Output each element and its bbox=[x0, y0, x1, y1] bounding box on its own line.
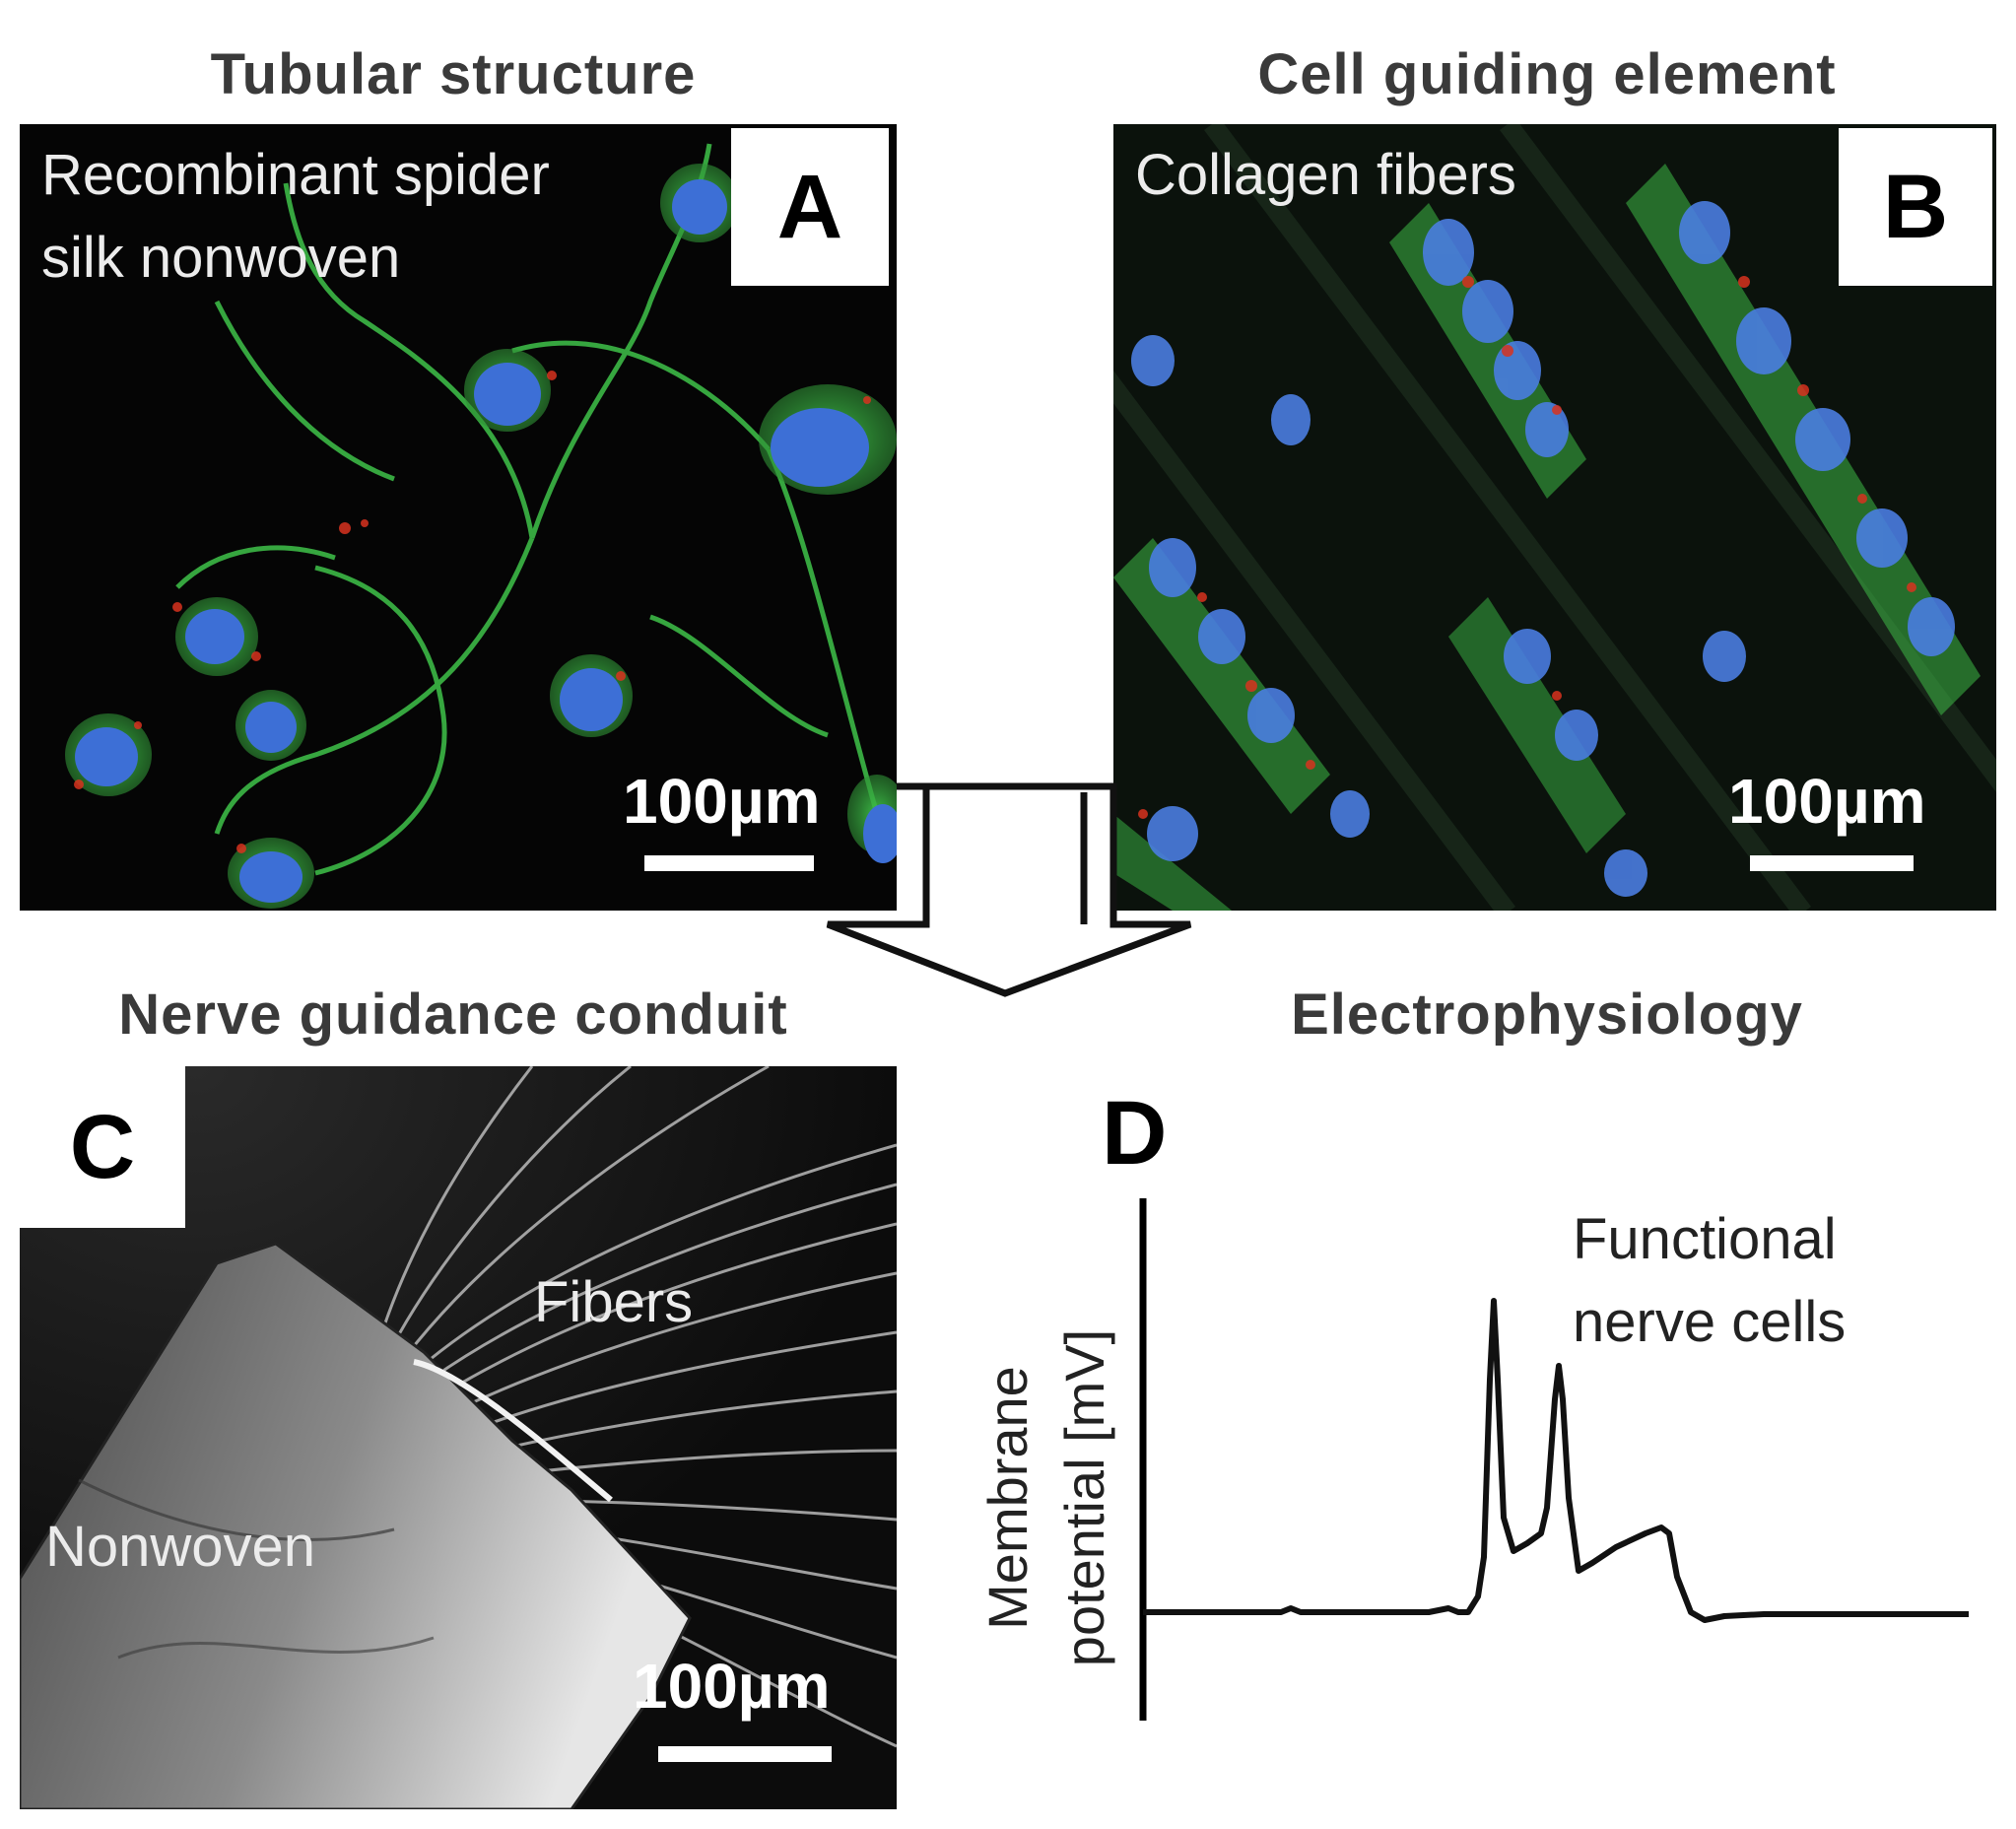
panel-b-letter: B bbox=[1839, 128, 1992, 286]
panel-d-y-axis-label-line1: Membrane bbox=[976, 1366, 1039, 1630]
panel-a-scale-label: 100µm bbox=[623, 766, 821, 837]
panel-c-heading: Nerve guidance conduit bbox=[118, 982, 788, 1047]
panel-c-scale-label: 100µm bbox=[633, 1651, 831, 1722]
panel-c-image bbox=[20, 1066, 897, 1809]
panel-a-letter: A bbox=[731, 128, 889, 286]
panel-a-caption-line1: Recombinant spider bbox=[41, 143, 550, 207]
panel-c-label-nonwoven: Nonwoven bbox=[45, 1515, 316, 1579]
panel-b-image bbox=[1113, 124, 1996, 911]
panel-c-scale-bar bbox=[658, 1746, 832, 1762]
combining-arrow bbox=[826, 782, 1192, 997]
panel-c-label-fibers: Fibers bbox=[534, 1270, 694, 1334]
panel-c-micrograph: C Fibers Nonwoven 100µm bbox=[20, 1066, 897, 1809]
panel-a-micrograph: Recombinant spider silk nonwoven A 100µm bbox=[20, 124, 897, 911]
panel-d-annotation-line2: nerve cells bbox=[1573, 1290, 1847, 1354]
panel-d-heading: Electrophysiology bbox=[1291, 982, 1803, 1047]
panel-a-cells bbox=[65, 164, 897, 909]
panel-d-letter: D bbox=[1102, 1083, 1168, 1184]
panel-d-annotation-line1: Functional bbox=[1573, 1207, 1837, 1271]
panel-b-heading: Cell guiding element bbox=[1257, 42, 1837, 106]
panel-d-plot bbox=[1139, 1198, 1969, 1721]
panel-d-y-axis-label: Membrane potential [mV] bbox=[970, 1271, 1127, 1725]
panel-b-micrograph: Collagen fibers B 100µm bbox=[1113, 124, 1996, 911]
panel-d-y-axis-label-line2: potential [mV] bbox=[1053, 1328, 1115, 1667]
panel-c-conduit bbox=[20, 1242, 692, 1809]
panel-a-caption-line2: silk nonwoven bbox=[41, 226, 401, 290]
panel-a-image bbox=[65, 143, 897, 909]
panel-a-heading: Tubular structure bbox=[210, 42, 697, 106]
panel-b-scale-bar bbox=[1750, 855, 1914, 871]
panel-b-caption: Collagen fibers bbox=[1135, 143, 1516, 207]
panel-c-letter: C bbox=[20, 1066, 185, 1228]
panel-b-scale-label: 100µm bbox=[1728, 766, 1926, 837]
panel-a-scale-bar bbox=[644, 855, 814, 871]
panel-d-membrane-trace bbox=[1143, 1298, 1969, 1623]
